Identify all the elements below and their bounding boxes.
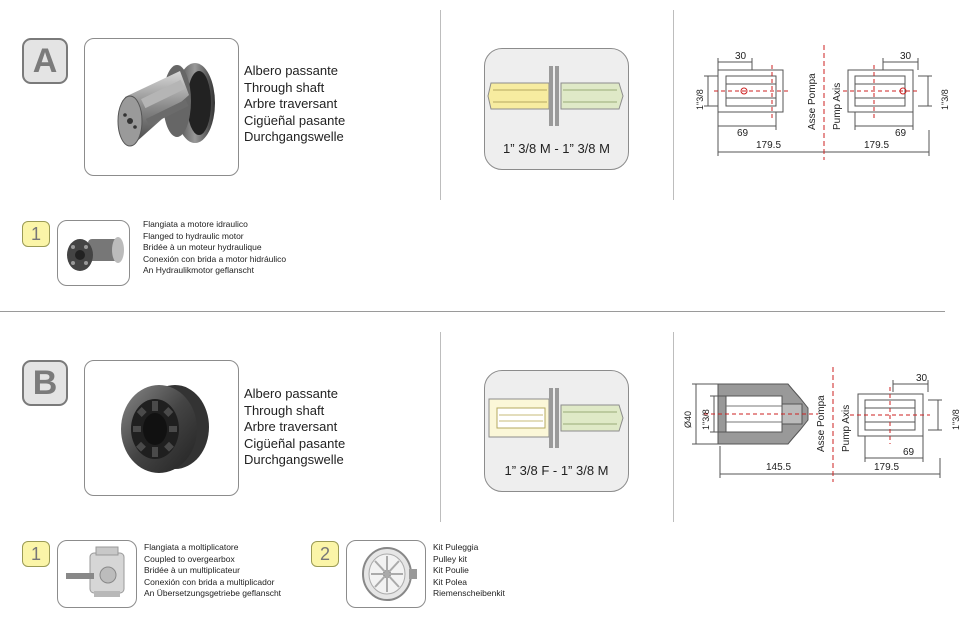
pulley-picture [362,547,417,601]
dim-total-left: 179.5 [756,140,781,151]
description-it: Albero passante [244,63,338,78]
section-b-shaft-diagram: 1” 3/8 F - 1” 3/8 M [484,370,629,492]
dim-inner-left: 69 [737,128,749,139]
section-b-accessory-2-text: Kit Puleggia Pulley kit Kit Poulie Kit P… [433,542,505,599]
axis-label-it: Asse Pompa [816,395,827,452]
dim-top-right: 30 [900,51,912,62]
axis-label-en: Pump Axis [841,405,852,452]
description-en: Through shaft [244,402,325,418]
section-a-shaft-photo [84,38,239,176]
section-a-accessory-1-text: Flangiata a motore idraulico Flanged to … [143,219,287,276]
section-b-coupling-photo [84,360,239,496]
section-b-divider-1 [440,332,441,522]
pulley-kit-photo [346,540,426,608]
section-a-accessory-1-badge: 1 [22,221,50,247]
shaft-f-m-icon [488,388,624,448]
section-b-descriptions: Albero passante Through shaft Arbre trav… [244,386,345,469]
section-a-shaft-label: 1” 3/8 M - 1” 3/8 M [503,141,610,156]
section-b-shaft-label: 1” 3/8 F - 1” 3/8 M [504,463,609,478]
female-coupling-picture [121,385,209,473]
section-b-divider-2 [673,332,674,522]
section-a-divider-2 [673,10,674,200]
dim-total-right: 179.5 [874,462,899,473]
dim-total-left: 145.5 [766,462,791,473]
axis-label-it: Asse Pompa [807,73,818,130]
section-a-descriptions: Albero passante Through shaft Arbre trav… [244,63,345,146]
section-b-accessory-1-text: Flangiata a moltiplicatore Coupled to ov… [144,542,282,599]
section-b-dimension-drawing: Ø40 1"3/8 1"3/8 Asse Pompa Pump Axis 30 … [683,367,961,482]
overgearbox-picture [66,546,125,597]
description-fr: Arbre traversant [244,96,338,112]
description-de: Durchgangswelle [244,129,344,145]
section-a-letter: A [22,38,68,84]
dim-inner-right: 69 [903,447,915,458]
dim-top-left: 30 [735,51,747,62]
hydraulic-motor-photo [57,220,130,286]
dim-inner-right: 69 [895,128,907,139]
dim-side-left: 1"3/8 [701,409,711,430]
description-it: Albero passante [244,386,338,401]
section-a-divider-1 [440,10,441,200]
dim-top-right: 30 [916,373,928,384]
description-es: Cigüeñal pasante [244,435,346,451]
overgearbox-photo [57,540,137,608]
dim-side-right: 1"3/8 [940,89,950,110]
hydraulic-motor-picture [67,237,124,271]
dim-diameter: Ø40 [683,411,693,428]
dim-side-right: 1"3/8 [951,409,961,430]
axis-label-en: Pump Axis [832,83,843,130]
description-de: Durchgangswelle [244,452,344,468]
section-separator [0,311,945,312]
section-b-letter: B [22,360,68,406]
through-shaft-picture [117,63,215,147]
dim-total-right: 179.5 [864,140,889,151]
section-b-accessory-1-badge: 1 [22,541,50,567]
section-a-shaft-diagram: 1” 3/8 M - 1” 3/8 M [484,48,629,170]
description-en: Through shaft [244,79,325,95]
section-b-accessory-2-badge: 2 [311,541,339,567]
description-fr: Arbre traversant [244,419,338,435]
section-a-dimension-drawing: 30 30 1"3/8 1"3/8 Asse Pompa Pump Axis 6… [695,45,950,160]
shaft-m-m-icon [487,66,624,126]
description-es: Cigüeñal pasante [244,112,346,128]
dim-side-left: 1"3/8 [695,89,705,110]
